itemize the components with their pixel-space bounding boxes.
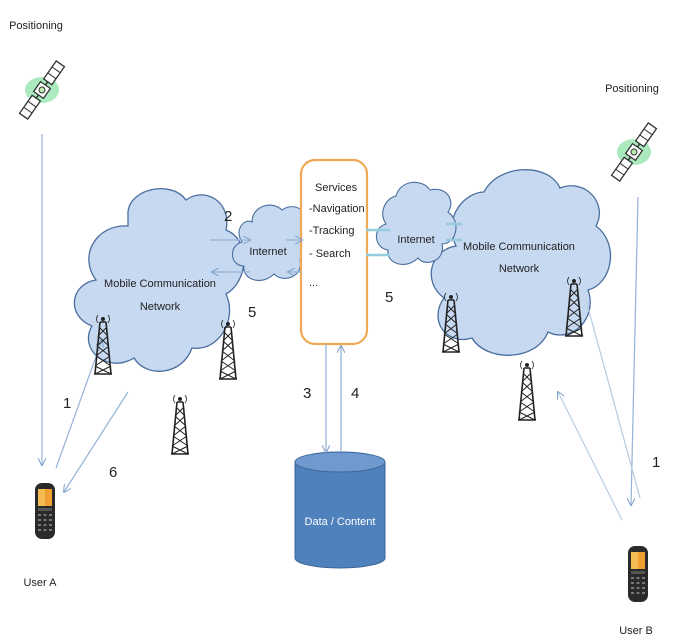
services-item-navigation: -Navigation (309, 203, 365, 215)
step-number-3: 3 (303, 385, 311, 402)
cell-tower-icon-right-2 (517, 360, 537, 421)
internet-cloud-left (231, 204, 314, 281)
arrow-to-user-b (558, 392, 623, 521)
arrow-from-network-right (585, 299, 641, 499)
mobile-phone-icon-user-b (628, 546, 648, 602)
database-label: Data / Content (305, 516, 376, 528)
mobile-network-left-line2: Network (140, 301, 181, 313)
mobile-phone-icon-user-a (35, 483, 55, 539)
arrow-step-6 (64, 391, 129, 492)
step-number-6: 6 (109, 464, 117, 481)
internet-label-left: Internet (249, 246, 286, 258)
mobile-network-left-line1: Mobile Communication (104, 278, 216, 290)
database-cylinder (294, 451, 386, 569)
mobile-network-right-line1: Mobile Communication (463, 241, 575, 253)
step-number-2: 2 (224, 208, 232, 225)
services-item-search: - Search (309, 248, 351, 260)
mobile-network-right-line2: Network (499, 263, 540, 275)
services-internet-link-right (366, 222, 462, 257)
step-number-5-right: 5 (385, 289, 393, 306)
mobile-network-cloud-left (73, 188, 245, 372)
positioning-signal-right (631, 196, 639, 505)
arrow-step-1-left (55, 340, 102, 469)
satellite-icon-left (17, 59, 67, 121)
services-item-tracking: -Tracking (309, 225, 354, 237)
services-item-more: ... (309, 277, 318, 289)
step-number-1-left: 1 (63, 395, 71, 412)
internet-label-right: Internet (397, 234, 434, 246)
user-b-label: User B (619, 625, 653, 637)
cell-tower-icon-left-3 (170, 394, 190, 455)
services-box (299, 158, 369, 346)
user-a-label: User A (23, 577, 57, 589)
step-number-1-right: 1 (652, 454, 660, 471)
services-title: Services (315, 182, 358, 194)
step-number-5-left: 5 (248, 304, 256, 321)
positioning-label-left: Positioning (9, 20, 63, 32)
internet-cloud-right (375, 181, 457, 265)
step-number-4: 4 (351, 385, 359, 402)
satellite-icon-right (609, 121, 659, 183)
positioning-label-right: Positioning (605, 83, 659, 95)
